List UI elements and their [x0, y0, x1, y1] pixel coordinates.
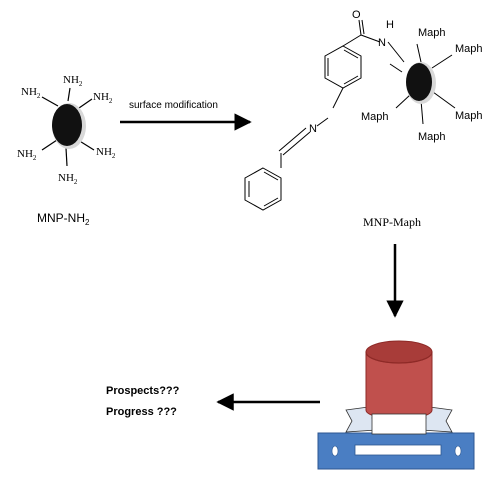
bond-c-n-amide: [360, 34, 381, 43]
atom-oxygen: O: [352, 9, 361, 21]
nh2-label-bottom-right: NH2: [96, 146, 116, 160]
device-base-hole-right: [454, 445, 462, 457]
nh2-label-top-left: NH2: [21, 86, 41, 100]
bond-imine-2: [278, 127, 307, 152]
bond-ring-carbonyl: [342, 34, 362, 47]
bond-n-c: [316, 117, 329, 127]
atom-hydrogen: H: [386, 19, 394, 31]
ribbon-center: [371, 413, 427, 435]
mnp-maph-caption: MNP-Maph: [363, 215, 421, 229]
bond-co-1: [358, 19, 362, 36]
ring-bottom-double-bond-3: [263, 197, 279, 207]
mnp-nh2-caption: MNP-NH2: [37, 211, 90, 227]
atom-amide-n: N: [378, 37, 386, 49]
nh2-label-bottom: NH2: [58, 172, 78, 186]
benzene-ring-top: [324, 45, 362, 89]
ring-top-double-bond-2: [343, 49, 359, 59]
progress-label: Progress ???: [106, 406, 177, 418]
maph-label-top: Maph: [418, 27, 446, 39]
bond-co-2: [361, 19, 365, 35]
prospects-label: Prospects???: [106, 385, 180, 397]
maph-label-lower-left: Maph: [361, 111, 389, 123]
nh2-label-top: NH2: [63, 74, 83, 88]
mnp-maph-particle: Maph Maph Maph Maph Maph: [361, 27, 483, 143]
cylinder-rim: [365, 351, 433, 364]
bond-ring-imine: [332, 87, 344, 109]
device-base-hole-left: [331, 445, 339, 457]
atom-imine-n: N: [309, 123, 317, 135]
device-base-slot: [354, 444, 442, 456]
maph-label-lower-right: Maph: [455, 110, 483, 122]
nh2-label-bottom-left: NH2: [17, 148, 37, 162]
ring-bottom-double-bond-2: [263, 171, 279, 181]
nh2-label-top-right: NH2: [93, 91, 113, 105]
maph-molecule: [244, 19, 405, 211]
surface-modification-label: surface modification: [129, 100, 218, 111]
maph-label-upper-right: Maph: [455, 43, 483, 55]
bond-amide-particle: [387, 41, 405, 63]
right-particle-core: [406, 63, 432, 101]
left-particle-core: [52, 104, 82, 146]
right-particle-spokes: [389, 43, 456, 125]
ring-top-double-bond-3: [343, 75, 359, 85]
mnp-nh2-particle: NH2 NH2 NH2 NH2 NH2 NH2: [17, 74, 116, 186]
maph-label-bottom: Maph: [418, 131, 446, 143]
bond-imine-1: [282, 131, 311, 156]
benzene-ring-bottom: [244, 167, 282, 211]
application-device: [317, 340, 475, 470]
